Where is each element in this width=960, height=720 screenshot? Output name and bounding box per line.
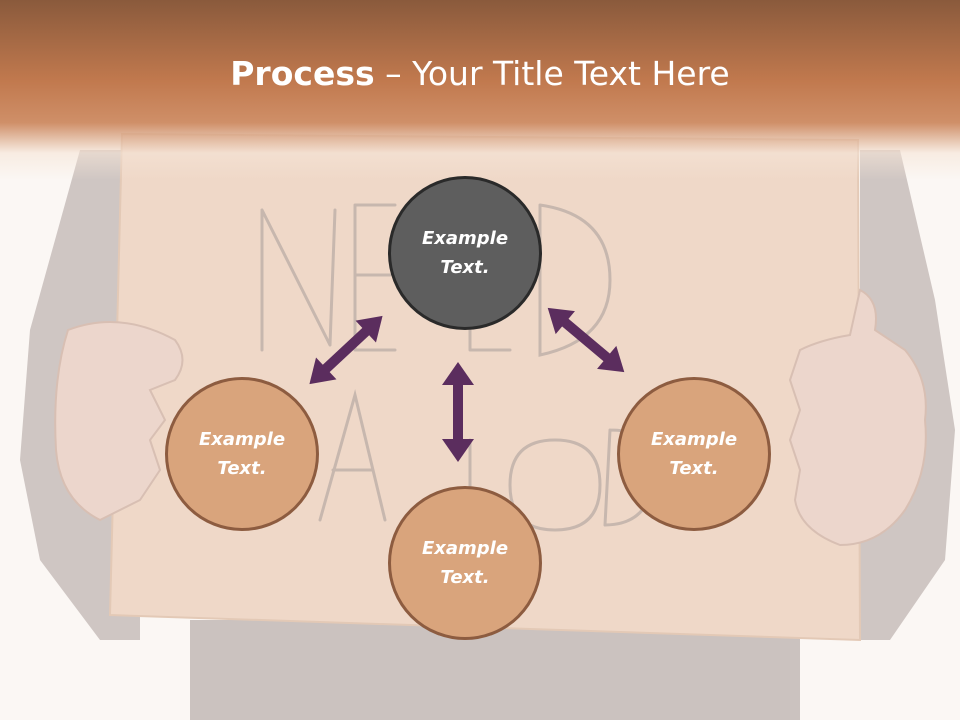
left-hand: [54, 321, 184, 522]
slide-title: Process – Your Title Text Here: [0, 52, 960, 96]
node-left-text: Example Text.: [198, 429, 286, 479]
title-band: [0, 0, 960, 180]
process-node-top[interactable]: Example Text.: [388, 176, 542, 330]
arrow-top-left: [309, 315, 383, 385]
process-node-bottom[interactable]: Example Text.: [388, 486, 542, 640]
node-bottom-text: Example Text.: [421, 538, 509, 588]
node-right-text: Example Text.: [650, 429, 738, 479]
title-rest: – Your Title Text Here: [374, 54, 730, 93]
node-top-text: Example Text.: [421, 228, 509, 278]
arrow-vertical: [442, 362, 474, 462]
process-node-left[interactable]: Example Text.: [165, 377, 319, 531]
arrow-top-right: [547, 307, 625, 373]
jacket-bottom: [190, 620, 800, 720]
title-bold: Process: [230, 54, 375, 93]
right-hand: [788, 288, 927, 547]
process-node-right[interactable]: Example Text.: [617, 377, 771, 531]
